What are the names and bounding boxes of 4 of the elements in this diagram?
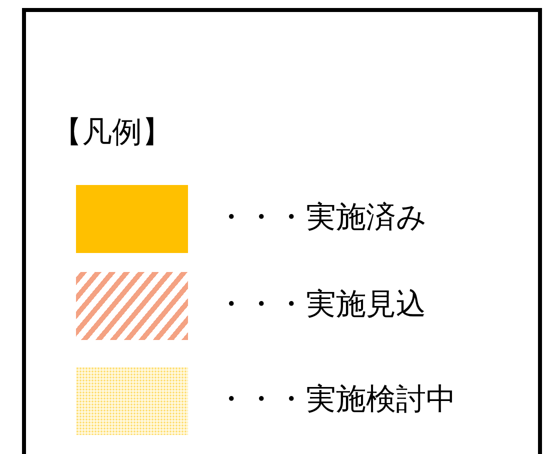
legend-heading: 【凡例】 (52, 114, 172, 152)
legend-text: ・・・実施済み (216, 199, 427, 237)
legend-text: ・・・実施検討中 (216, 381, 456, 419)
legend-text: ・・・実施見込 (216, 286, 426, 324)
